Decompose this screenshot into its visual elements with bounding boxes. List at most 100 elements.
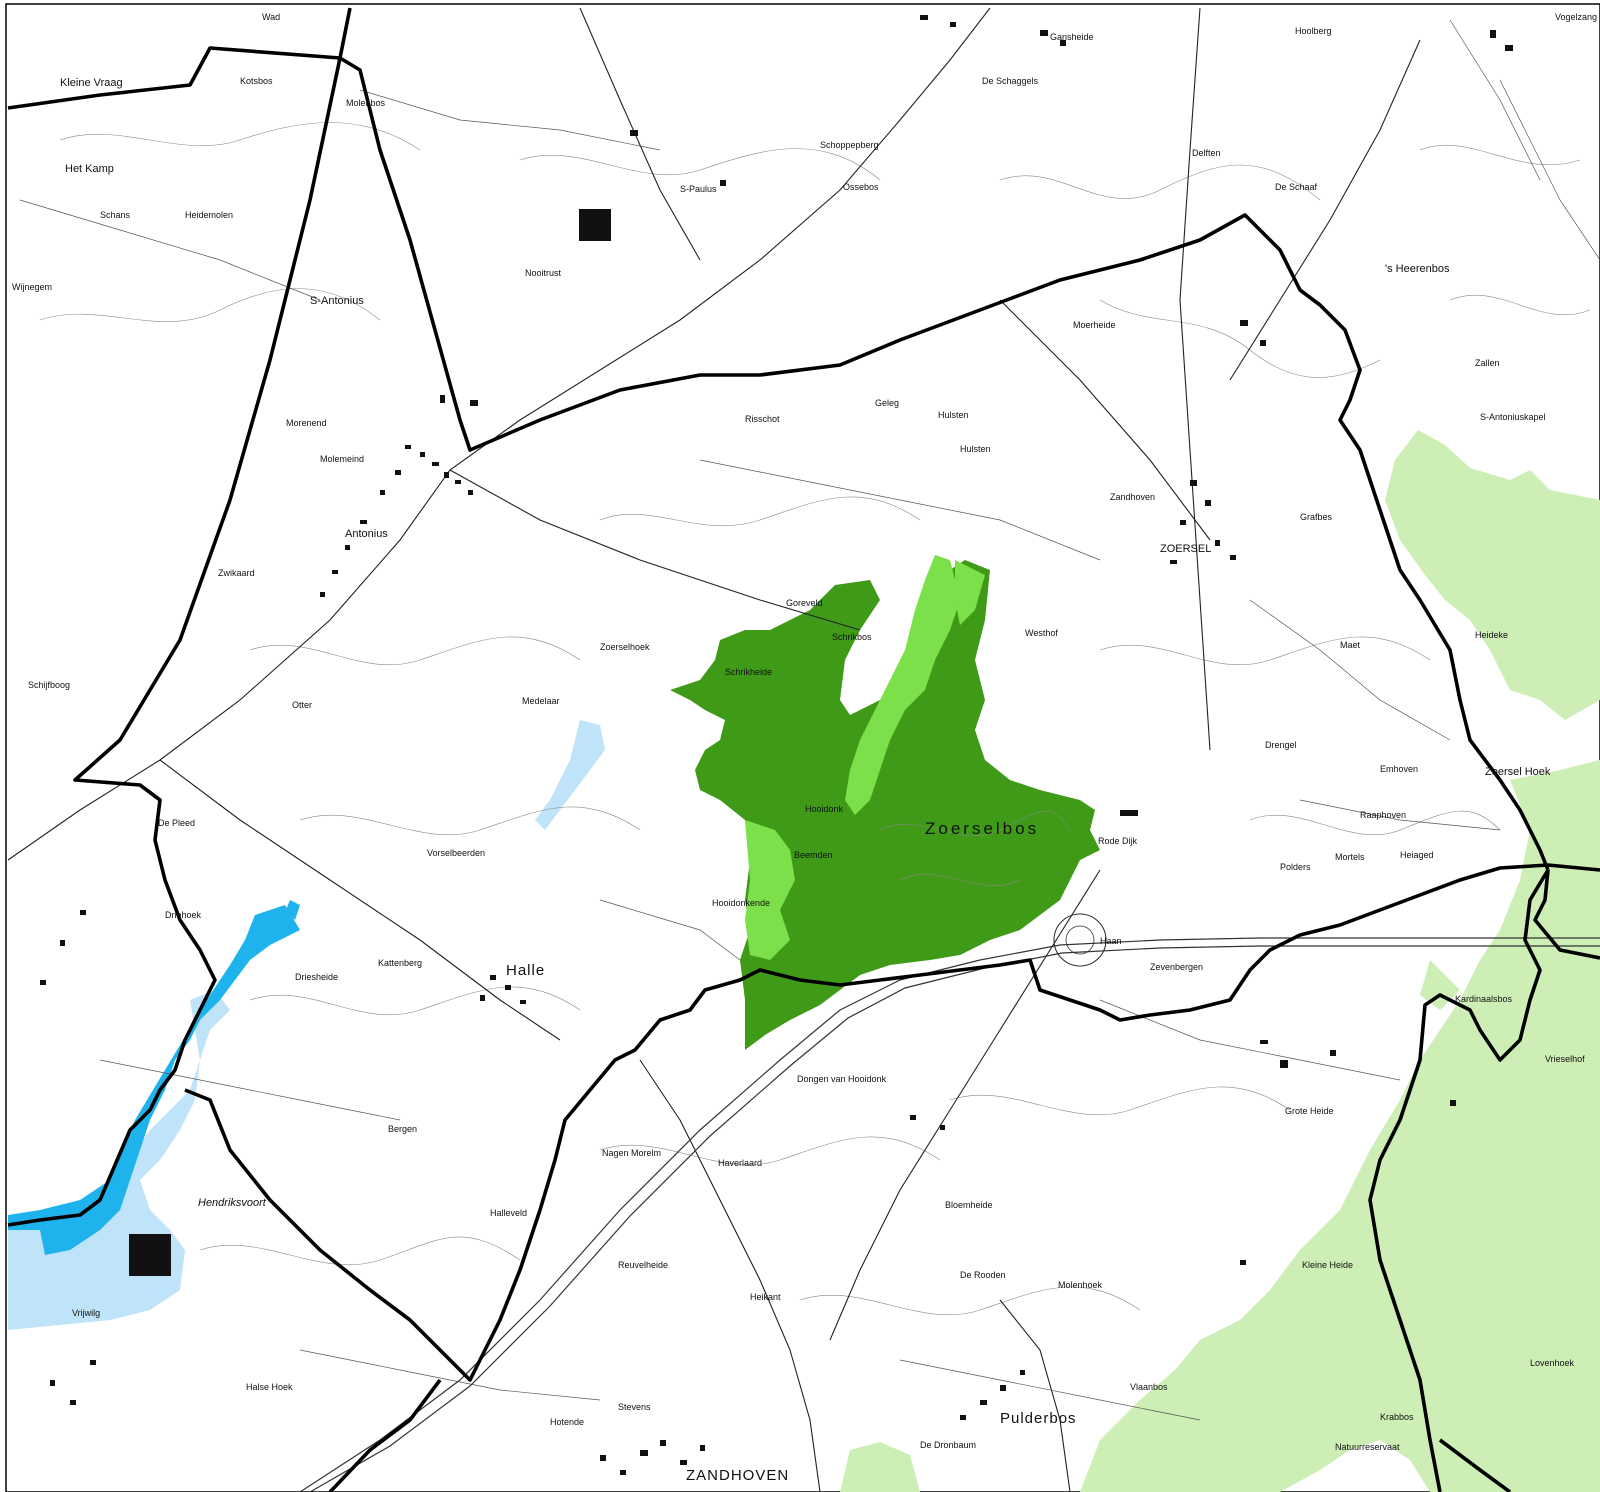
label-gansheide: Gansheide xyxy=(1050,32,1094,42)
bright-forest-areas xyxy=(745,555,985,960)
label-raaphoven: Raaphoven xyxy=(1360,810,1406,820)
motorway xyxy=(299,913,1600,1492)
label-kattenberg: Kattenberg xyxy=(378,958,422,968)
label-emhoven: Emhoven xyxy=(1380,764,1418,774)
label-wad: Wad xyxy=(262,12,280,22)
label-schrikbos: Schrikbos xyxy=(832,632,872,642)
label-morenend: Morenend xyxy=(286,418,327,428)
label-kleine-vraag: Kleine Vraag xyxy=(60,77,123,89)
label-s-heerenbos: 's Heerenbos xyxy=(1385,263,1450,275)
label-zandhoven-sub: Zandhoven xyxy=(1110,492,1155,502)
label-goreveld: Goreveld xyxy=(786,598,823,608)
label-hooidonk: Hooidonk xyxy=(805,804,844,814)
label-krabbos: Krabbos xyxy=(1380,1412,1414,1422)
label-vrieselhof: Vrieselhof xyxy=(1545,1054,1585,1064)
pale-forest-areas xyxy=(840,430,1600,1492)
label-kotsbos: Kotsbos xyxy=(240,76,273,86)
label-polders: Polders xyxy=(1280,862,1311,872)
label-haan: Haan xyxy=(1100,936,1122,946)
label-zoersel-hoek: Zoersel Hoek xyxy=(1485,766,1551,778)
label-de-schaaf: De Schaaf xyxy=(1275,182,1318,192)
label-mortels: Mortels xyxy=(1335,852,1365,862)
label-molenbos: Molenbos xyxy=(346,98,386,108)
label-schrikheide: Schrikheide xyxy=(725,667,772,677)
label-kleine-heide: Kleine Heide xyxy=(1302,1260,1353,1270)
label-lovenhoek: Lovenhoek xyxy=(1530,1358,1575,1368)
label-zandhoven: ZANDHOVEN xyxy=(686,1467,789,1484)
map-frame xyxy=(5,3,1600,1492)
label-hoolberg: Hoolberg xyxy=(1295,26,1332,36)
label-pulderbos: Pulderbos xyxy=(1000,1410,1077,1427)
label-delften: Delften xyxy=(1192,148,1221,158)
label-schans: Schans xyxy=(100,210,131,220)
label-schoppepberg: Schoppepberg xyxy=(820,140,879,150)
label-haverlaard: Haverlaard xyxy=(718,1158,762,1168)
label-drengel: Drengel xyxy=(1265,740,1297,750)
road-network xyxy=(7,7,1600,1492)
label-risschot: Risschot xyxy=(745,414,780,424)
label-medelaar: Medelaar xyxy=(522,696,560,706)
label-zevenbergen: Zevenbergen xyxy=(1150,962,1203,972)
label-de-pleed: De Pleed xyxy=(158,818,195,828)
label-vogelzang: Vogelzang xyxy=(1555,12,1597,22)
label-halleveld: Halleveld xyxy=(490,1208,527,1218)
label-reuvelheide: Reuvelheide xyxy=(618,1260,668,1270)
label-moerheide: Moerheide xyxy=(1073,320,1116,330)
label-nooitrust: Nooitrust xyxy=(525,268,562,278)
label-dongen-van-hooidonk: Dongen van Hooidonk xyxy=(797,1074,887,1084)
label-de-dronbaum: De Dronbaum xyxy=(920,1440,976,1450)
place-labels: ZANDHOVEN ZOERSEL Zoerselbos Halle Pulde… xyxy=(12,12,1597,1484)
label-stevens: Stevens xyxy=(618,1402,651,1412)
label-bloemheide: Bloemheide xyxy=(945,1200,993,1210)
label-kardinaalsbos: Kardinaalsbos xyxy=(1455,994,1513,1004)
label-de-rooden: De Rooden xyxy=(960,1270,1006,1280)
label-natuurreservaat: Natuurreservaat xyxy=(1335,1442,1400,1452)
label-heikant: Heikant xyxy=(750,1292,781,1302)
label-heideke: Heideke xyxy=(1475,630,1508,640)
label-antonius: Antonius xyxy=(345,528,388,540)
label-zallen: Zallen xyxy=(1475,358,1500,368)
label-molemeind: Molemeind xyxy=(320,454,364,464)
label-s-antonius: S-Antonius xyxy=(310,295,364,307)
label-maet: Maet xyxy=(1340,640,1361,650)
label-heiaged: Heiaged xyxy=(1400,850,1434,860)
label-halle: Halle xyxy=(506,962,545,979)
label-grote-heide: Grote Heide xyxy=(1285,1106,1334,1116)
label-westhof: Westhof xyxy=(1025,628,1058,638)
label-vorselbeerden: Vorselbeerden xyxy=(427,848,485,858)
label-hooidonkende: Hooidonkende xyxy=(712,898,770,908)
label-de-schaggels: De Schaggels xyxy=(982,76,1039,86)
building-clusters xyxy=(40,15,1513,1475)
label-molenhoek: Molenhoek xyxy=(1058,1280,1103,1290)
label-otter: Otter xyxy=(292,700,312,710)
label-hotende: Hotende xyxy=(550,1417,584,1427)
label-bergen: Bergen xyxy=(388,1124,417,1134)
label-wijnegem: Wijnegem xyxy=(12,282,52,292)
label-hulsten: Hulsten xyxy=(938,410,969,420)
label-het-kamp: Het Kamp xyxy=(65,163,114,175)
label-schijfboog: Schijfboog xyxy=(28,680,70,690)
label-ossebos: Ossebos xyxy=(843,182,879,192)
label-zoerselhoek: Zoerselhoek xyxy=(600,642,650,652)
label-zwikaard: Zwikaard xyxy=(218,568,255,578)
label-zoerselbos: Zoerselbos xyxy=(925,819,1039,838)
label-driehoek: Driehoek xyxy=(165,910,202,920)
label-halse-hoek: Halse Hoek xyxy=(246,1382,293,1392)
label-rode-dijk: Rode Dijk xyxy=(1098,836,1138,846)
label-hendriksvoort: Hendriksvoort xyxy=(198,1197,267,1209)
label-geleg: Geleg xyxy=(875,398,899,408)
label-vrijwilg: Vrijwilg xyxy=(72,1308,100,1318)
label-vlaanbos: Vlaanbos xyxy=(1130,1382,1168,1392)
label-grafbes: Grafbes xyxy=(1300,512,1333,522)
label-hulsten-2: Hulsten xyxy=(960,444,991,454)
contour-lines xyxy=(39,122,1591,1316)
label-zoersel: ZOERSEL xyxy=(1160,543,1211,555)
label-heidemolen: Heidemolen xyxy=(185,210,233,220)
label-nagen-morelm: Nagen Morelm xyxy=(602,1148,661,1158)
municipal-boundaries xyxy=(7,7,1600,1492)
label-s-paulus: S-Paulus xyxy=(680,184,717,194)
label-s-antoniuskapel: S-Antoniuskapel xyxy=(1480,412,1546,422)
label-driesheide: Driesheide xyxy=(295,972,338,982)
